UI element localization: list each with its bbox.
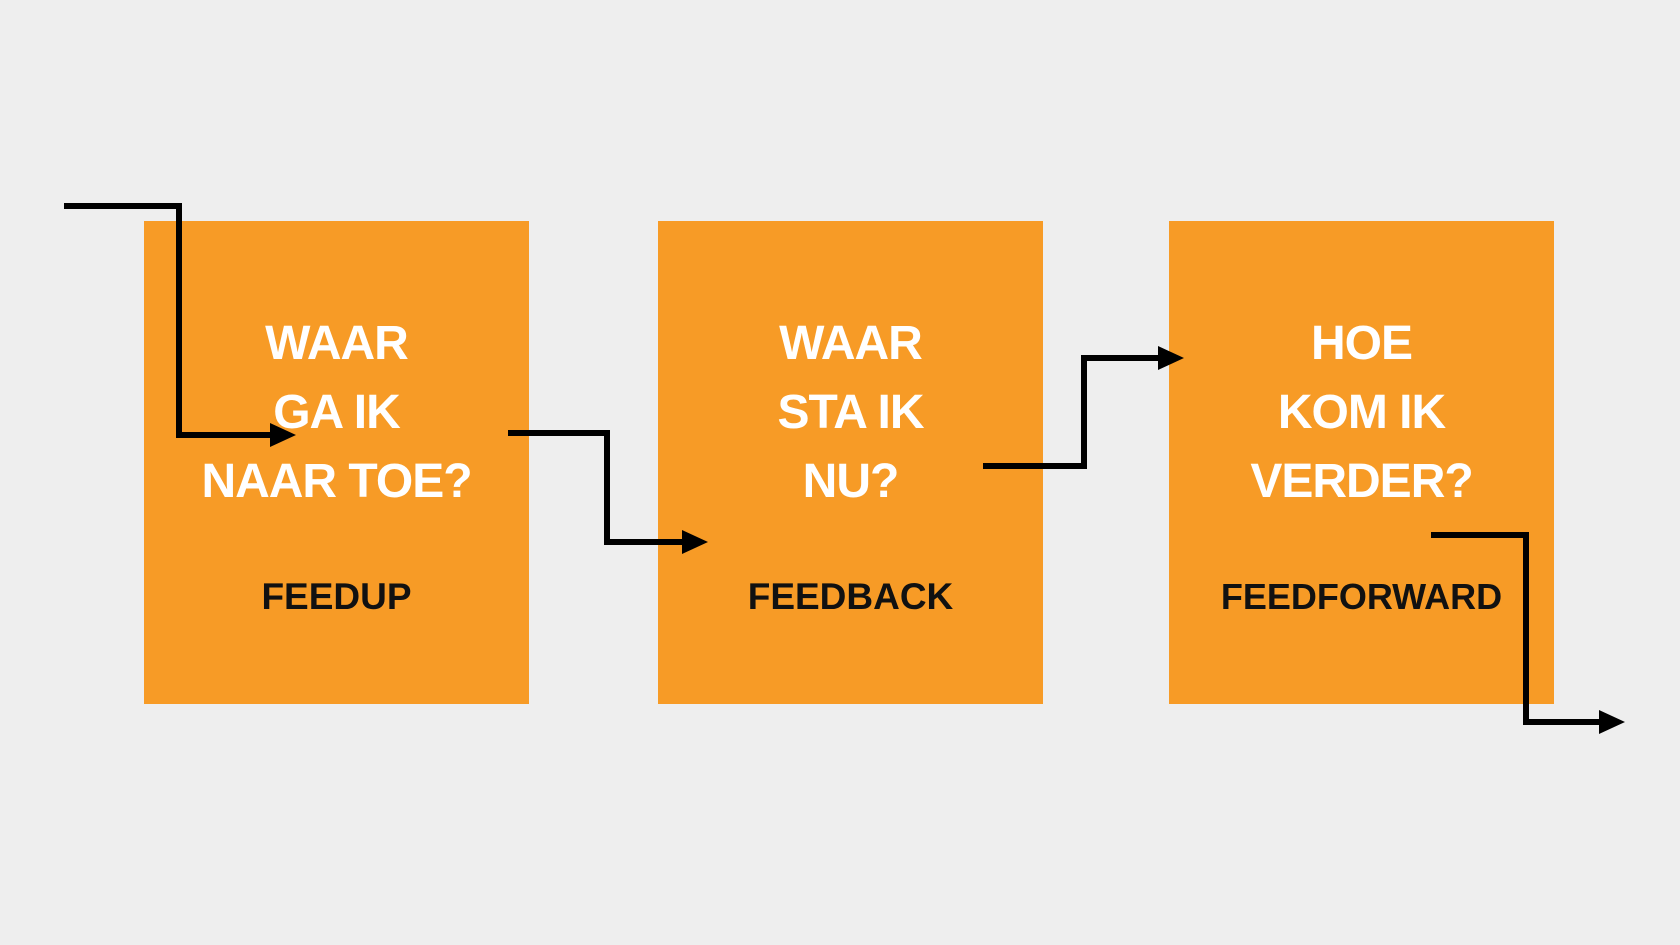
question-line: STA IK bbox=[777, 386, 925, 439]
feedback-box: WAAR STA IK NU? FEEDBACK bbox=[658, 221, 1043, 704]
question-line: NAAR TOE? bbox=[201, 455, 472, 508]
feedback-question: WAAR STA IK NU? bbox=[658, 309, 1043, 516]
feedforward-label: FEEDFORWARD bbox=[1220, 576, 1503, 617]
question-line: KOM IK bbox=[1277, 386, 1446, 439]
feedforward-question: HOE KOM IK VERDER? bbox=[1169, 309, 1554, 516]
question-line: WAAR bbox=[779, 317, 923, 370]
feedforward-box: HOE KOM IK VERDER? FEEDFORWARD bbox=[1169, 221, 1554, 704]
question-line: VERDER? bbox=[1250, 455, 1473, 508]
question-line: GA IK bbox=[273, 386, 401, 439]
question-line: WAAR bbox=[265, 317, 409, 370]
feedup-box: WAAR GA IK NAAR TOE? FEEDUP bbox=[144, 221, 529, 704]
question-line: NU? bbox=[802, 455, 900, 508]
feedup-question: WAAR GA IK NAAR TOE? bbox=[144, 309, 529, 516]
feedup-label: FEEDUP bbox=[261, 576, 412, 617]
feedback-label: FEEDBACK bbox=[747, 576, 954, 617]
question-line: HOE bbox=[1310, 317, 1413, 370]
